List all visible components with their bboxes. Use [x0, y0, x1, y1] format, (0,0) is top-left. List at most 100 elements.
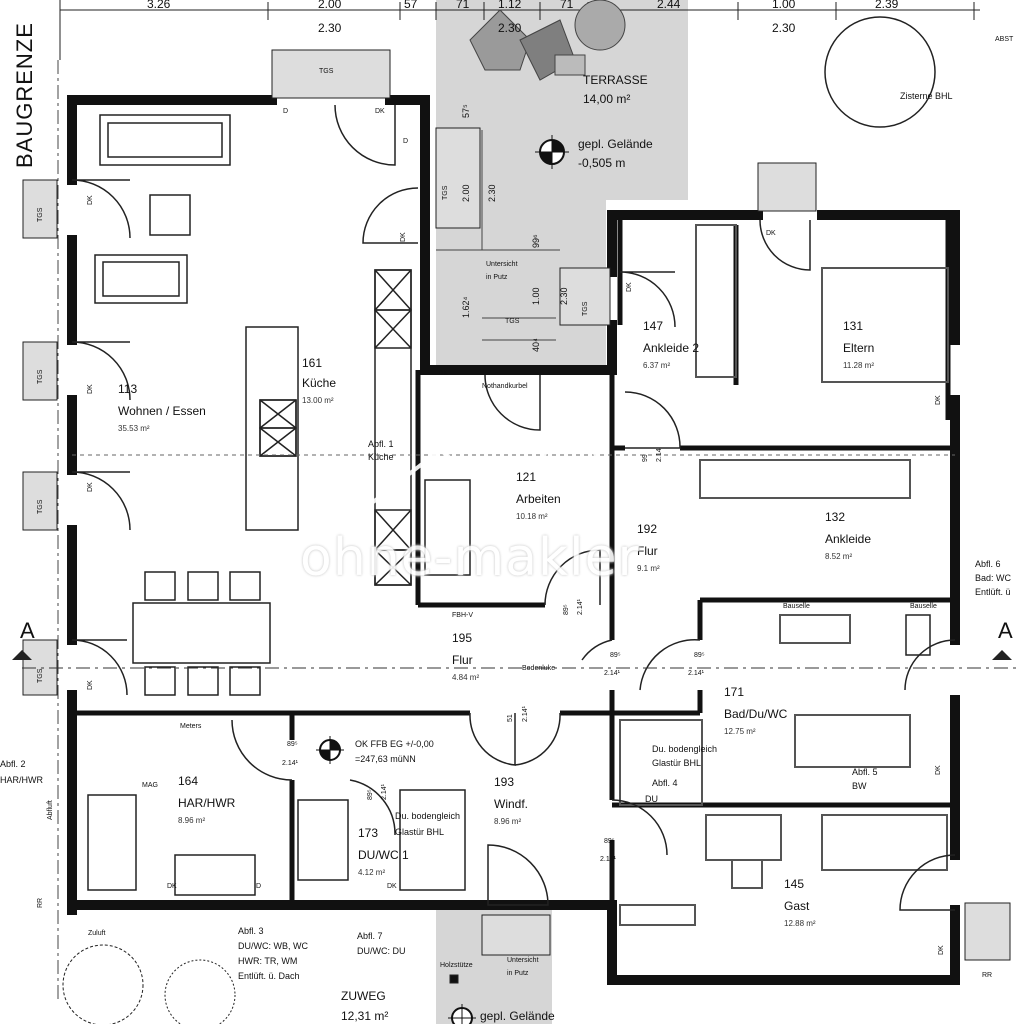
room-area-flur192: 9.1 m² — [637, 564, 660, 573]
abfluft: Abfluft — [47, 800, 54, 820]
terrace-steps — [436, 130, 560, 341]
abfl2-b: HAR/HWR — [0, 775, 43, 785]
room-name-gast: Gast — [784, 899, 810, 913]
room-area-bad: 12.75 m² — [724, 727, 756, 736]
room-area-har: 8.96 m² — [178, 816, 206, 825]
dim-top-9: 2.39 — [875, 0, 899, 11]
rr-right: RR — [982, 972, 993, 979]
in-putz-1: in Putz — [486, 274, 508, 281]
abfl3: Abfl. 3 — [238, 926, 264, 936]
bodenluke: Bodenluke — [522, 665, 556, 672]
cistern-circle — [824, 16, 936, 128]
ok-ffb-b: =247,63 müNN — [355, 754, 416, 764]
dim-row2-2: 2.30 — [498, 21, 522, 35]
room-area-windf: 8.96 m² — [494, 817, 522, 826]
baugrenze-label: BAUGRENZE — [12, 22, 37, 168]
room-num-arbeiten: 121 — [516, 470, 537, 484]
room-name-kueche: Küche — [302, 376, 337, 390]
untersicht-2: Untersicht — [507, 957, 539, 964]
room-name-wohnen: Wohnen / Essen — [118, 404, 206, 418]
tgs-left-2: TGS — [37, 369, 44, 384]
du-bodengleich-2: Du. bodengleich — [652, 744, 718, 754]
dim-40: 40⁴ — [531, 338, 541, 352]
trees — [62, 944, 459, 1024]
abfl5: Abfl. 5 — [852, 767, 878, 777]
dk-left-2: DK — [87, 384, 94, 394]
tgs-ankleide: TGS — [582, 301, 589, 316]
room-num-wohnen: 113 — [118, 382, 138, 396]
dk-har-1: DK — [167, 883, 177, 890]
light-partitions — [619, 224, 949, 926]
mag-label: MAG — [142, 782, 158, 789]
dim-99: 99⁶ — [531, 234, 541, 248]
glastuer-2: Glastür BHL — [652, 758, 702, 768]
abfl6: Abfl. 6 — [975, 559, 1001, 569]
rr-left: RR — [37, 897, 44, 908]
glastuer-1: Glastür BHL — [395, 827, 445, 837]
zisterne-label: Zisterne BHL — [900, 91, 953, 101]
du-label: DU — [645, 794, 658, 804]
room-num-duwc: 173 — [358, 826, 379, 840]
dim-row2-1: 2.30 — [318, 21, 342, 35]
tgs-left-1: TGS — [37, 207, 44, 222]
room-name-flur195: Flur — [452, 653, 473, 667]
section-arrow-left — [12, 650, 32, 660]
door-swings — [71, 104, 956, 911]
room-area-gast: 12.88 m² — [784, 919, 816, 928]
dim-89c: 89⁵ — [694, 652, 705, 659]
room-area-arbeiten: 10.18 m² — [516, 512, 548, 521]
room-name-windf: Windf. — [494, 797, 529, 811]
dim-200: 2.00 — [461, 184, 471, 202]
room-num-ankleide: 132 — [825, 510, 846, 524]
dk-bad: DK — [935, 765, 942, 775]
dim-89b: 89⁵ — [610, 652, 621, 659]
ok-ffb: OK FFB EG +/-0,00 — [355, 739, 434, 749]
abfl2: Abfl. 2 — [0, 759, 26, 769]
abfl1: Abfl. 1 — [368, 439, 394, 449]
dim-214i: 2.14 — [656, 448, 663, 462]
section-a-right: A — [998, 618, 1013, 643]
abfl3-c: HWR: TR, WM — [238, 956, 298, 966]
dim-214f: 2.14¹ — [381, 784, 388, 800]
terrace-area-text: 14,00 m² — [583, 92, 631, 106]
dim-230: 2.30 — [487, 184, 497, 202]
dim-214b: 2.14¹ — [604, 670, 620, 677]
tgs-top: TGS — [319, 68, 334, 75]
level-marker-ffb — [316, 736, 344, 764]
room-area-wohnen: 35.53 m² — [118, 424, 150, 433]
abfl3-b: DU/WC: WB, WC — [238, 941, 308, 951]
terrace-ground: gepl. Gelände — [578, 137, 653, 151]
room-num-flur192: 192 — [637, 522, 658, 536]
dim-214g: 2.14¹ — [600, 856, 616, 863]
zuweg-area: 12,31 m² — [341, 1009, 389, 1023]
level-marker-path — [448, 1004, 476, 1024]
dim-100: 1.00 — [531, 287, 541, 305]
gepl-gelaende-2: gepl. Gelände — [480, 1009, 555, 1023]
room-name-arbeiten: Arbeiten — [516, 492, 561, 506]
abfl7-b: DU/WC: DU — [357, 946, 406, 956]
dk-arbeiten: DK — [438, 370, 448, 377]
dim-top-4: 71 — [456, 0, 470, 11]
dk-terrace-door: DK — [400, 232, 407, 242]
room-num-windf: 193 — [494, 775, 515, 789]
bauselle-1: Bauselle — [783, 603, 810, 610]
untersicht-1: Untersicht — [486, 261, 518, 268]
nothandkurbel: Nothandkurbel — [482, 383, 528, 390]
dk-eltern-right: DK — [935, 395, 942, 405]
terrace-furniture — [469, 0, 626, 81]
terrace-name: TERRASSE — [583, 73, 648, 87]
dk-left-4: DK — [87, 680, 94, 690]
watermark-text: ohne-makler — [300, 528, 640, 588]
room-area-flur195: 4.84 m² — [452, 673, 480, 682]
bw-label: BW — [852, 781, 867, 791]
abfl6-c: Entlüft. ü — [975, 587, 1011, 597]
zuweg-label: ZUWEG — [341, 989, 386, 1003]
room-name-har: HAR/HWR — [178, 796, 236, 810]
room-num-ankleide2: 147 — [643, 319, 664, 333]
top-dimensions — [59, 0, 980, 60]
abfl6-b: Bad: WC — [975, 573, 1012, 583]
watermark-logo — [348, 438, 602, 522]
dim-top-1: 3.26 — [147, 0, 171, 11]
dim-89a: 89⁵ — [563, 604, 570, 615]
